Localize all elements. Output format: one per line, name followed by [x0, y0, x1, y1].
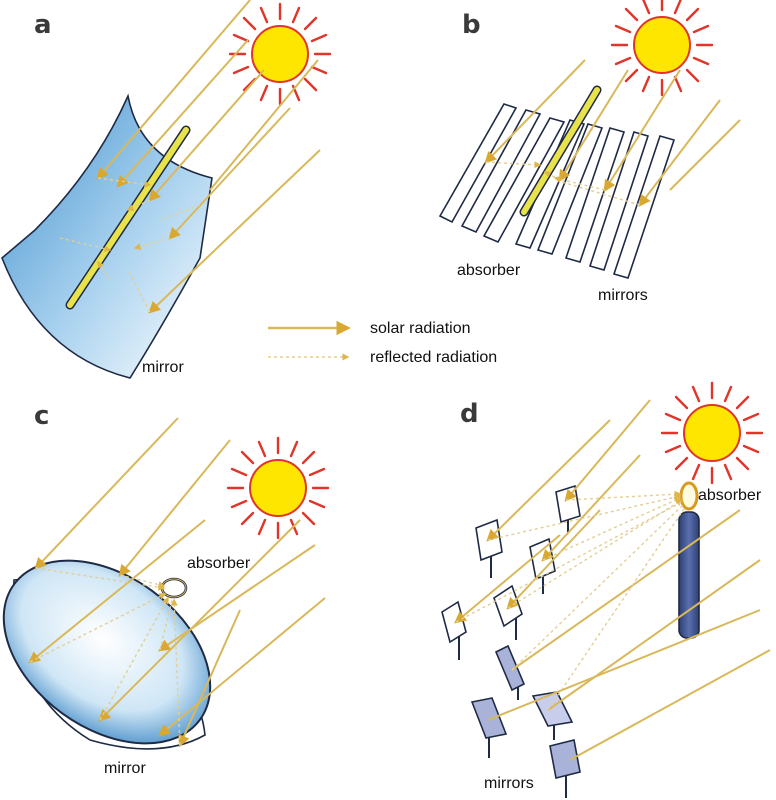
sun-icon — [228, 2, 332, 106]
panel-d: d — [441, 381, 771, 798]
panel-c: c — [2, 401, 330, 777]
label-absorber-d: absorber — [698, 487, 762, 504]
heliostat — [555, 484, 581, 533]
reflected-rays-c — [29, 567, 181, 746]
panel-b: b — [438, 0, 741, 304]
heliostat — [493, 584, 523, 640]
heliostat — [549, 739, 581, 798]
panel-letter-d: d — [460, 399, 479, 429]
solar-rays-b — [484, 59, 741, 207]
heliostat — [441, 600, 467, 660]
legend-reflected-label: reflected radiation — [370, 349, 497, 366]
label-mirrors-d: mirrors — [484, 775, 534, 792]
label-absorber-b: absorber — [457, 262, 521, 279]
solar-rays-c — [28, 417, 326, 748]
heliostat — [529, 537, 556, 594]
panel-letter-c: c — [34, 401, 49, 431]
panel-a: a — [1, 0, 332, 379]
absorber-tube — [519, 85, 602, 217]
legend-solar-label: solar radiation — [370, 320, 471, 337]
label-absorber-c: absorber — [187, 555, 251, 572]
absorber-ring — [160, 577, 188, 599]
sun-icon — [610, 0, 714, 97]
legend-item-solar: solar radiation — [268, 320, 471, 337]
absorber-tube — [65, 125, 191, 310]
legend-item-reflected: reflected radiation — [268, 349, 497, 366]
reflected-rays-d — [455, 490, 687, 711]
sun-icon — [660, 381, 764, 485]
heliostat — [531, 691, 574, 740]
label-mirror-a: mirror — [142, 359, 184, 376]
parabolic-dish — [2, 559, 212, 750]
label-mirrors-b: mirrors — [598, 287, 648, 304]
fresnel-mirrors — [438, 103, 676, 279]
label-mirror-c: mirror — [104, 760, 146, 777]
reflected-rays-a — [59, 177, 201, 313]
heliostats — [441, 484, 581, 798]
solar-rays-d — [454, 399, 771, 761]
solar-rays-a — [96, 0, 321, 314]
reflected-rays-b — [485, 161, 641, 206]
sun-icon — [226, 436, 330, 540]
panel-letter-b: b — [462, 10, 481, 40]
heliostat — [494, 644, 526, 700]
heliostat — [470, 697, 508, 758]
panel-letter-a: a — [34, 10, 52, 40]
legend: solar radiation reflected radiation — [268, 320, 497, 366]
